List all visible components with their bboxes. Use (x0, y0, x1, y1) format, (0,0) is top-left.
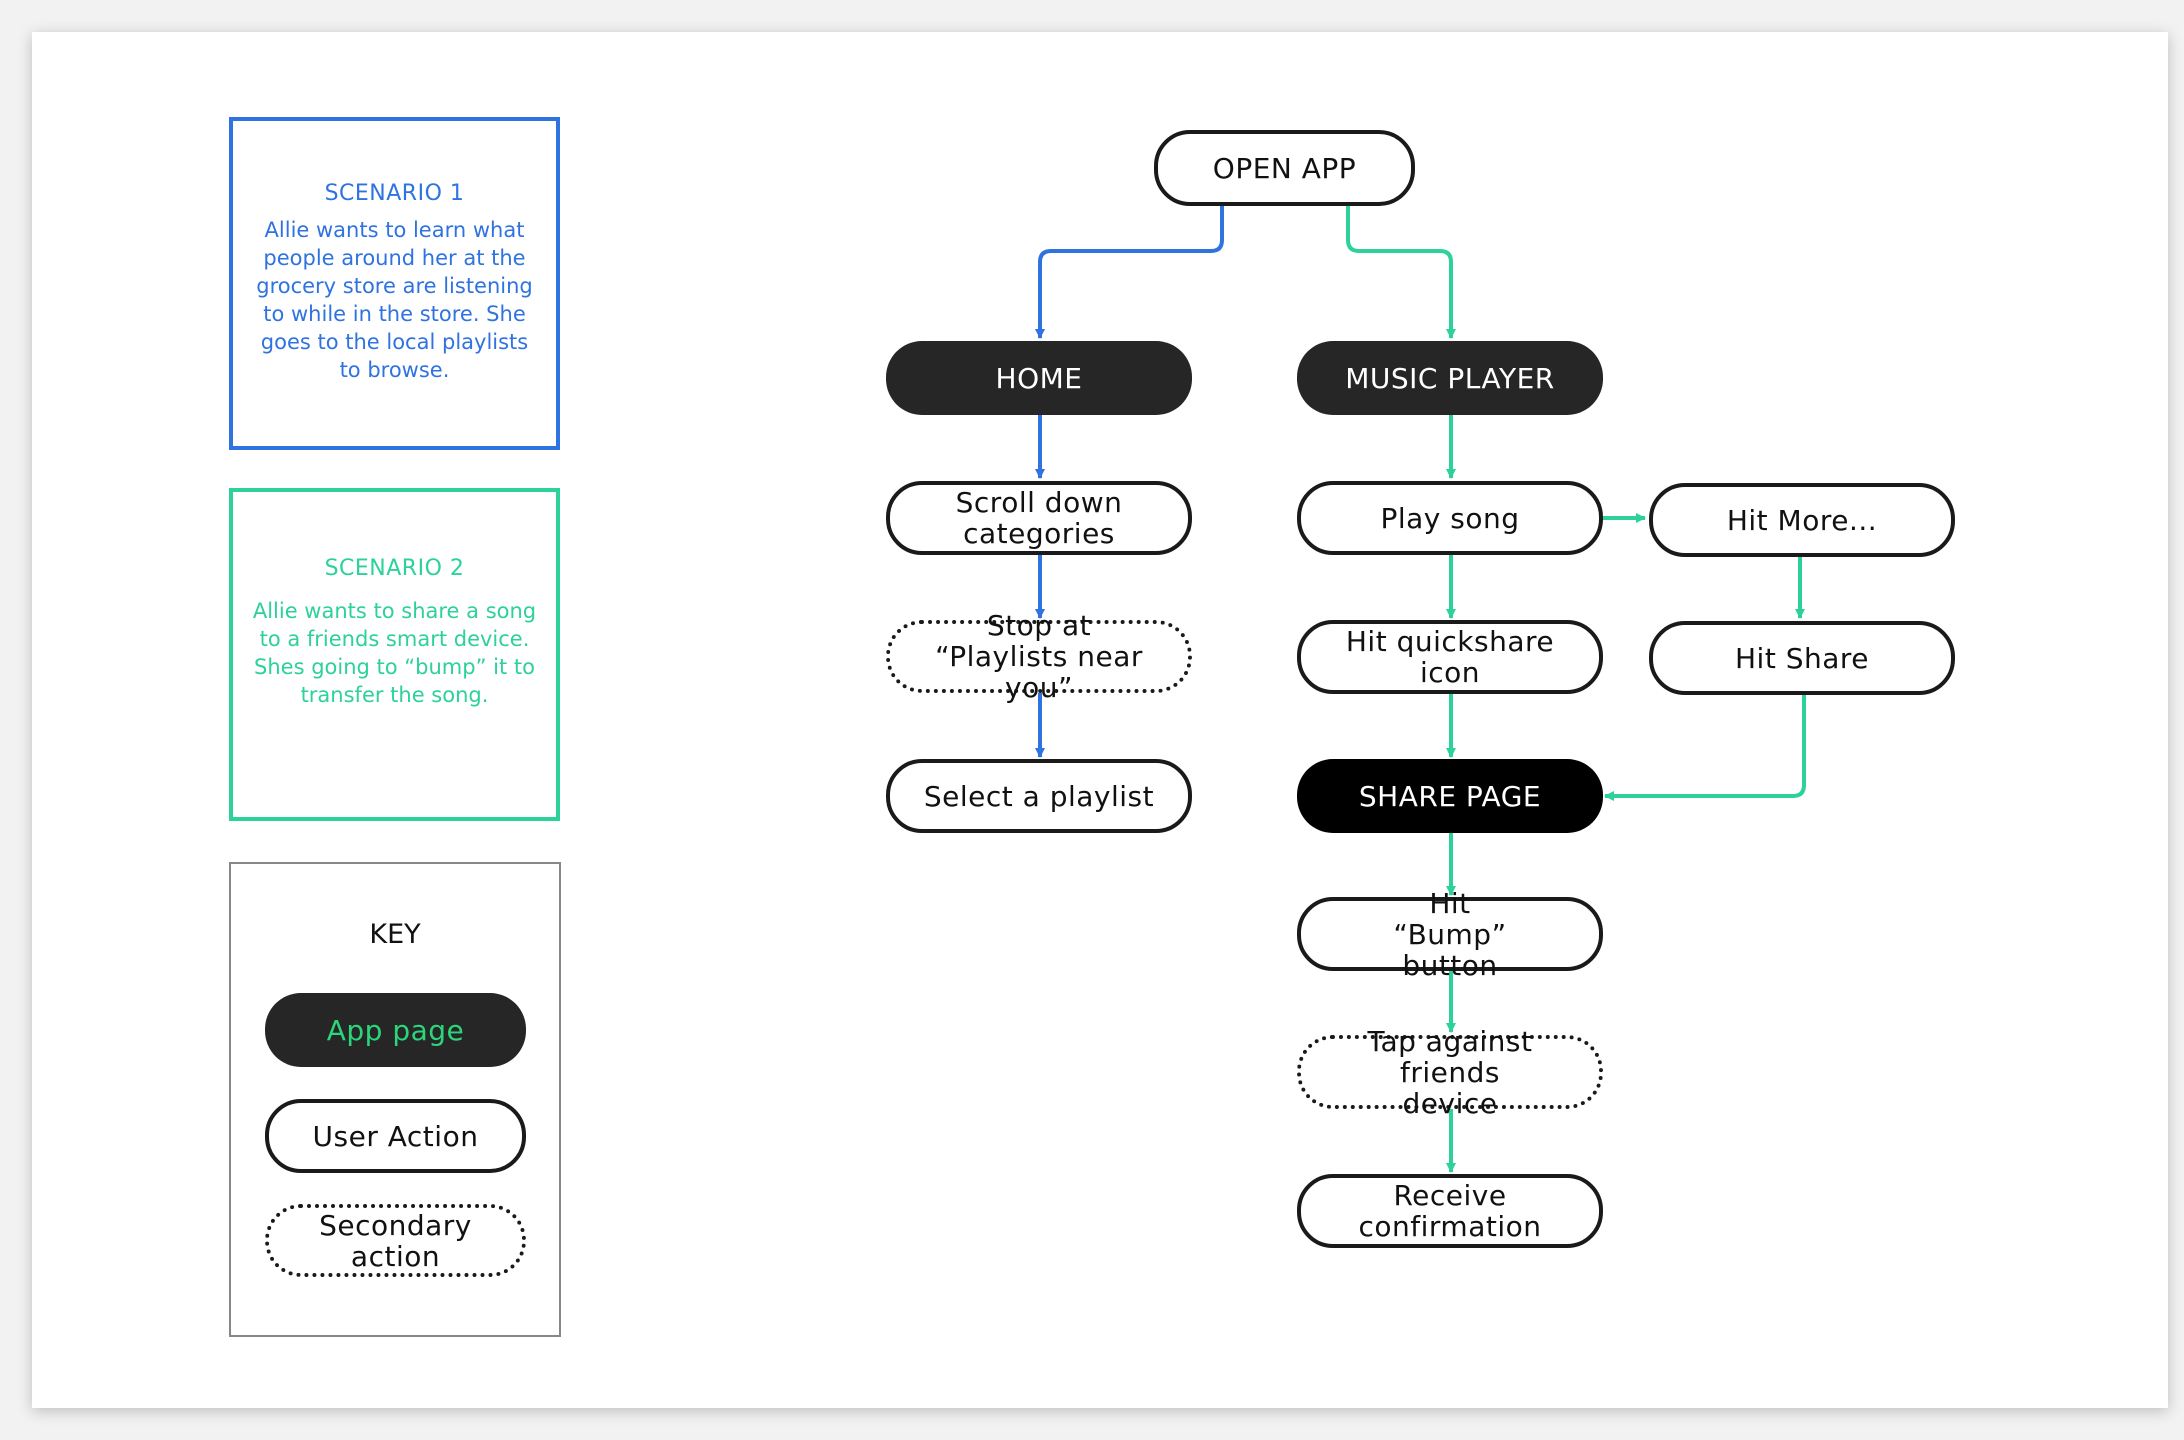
node-play-song-label: Play song (1380, 501, 1520, 535)
node-hit-more-label: Hit More... (1726, 503, 1878, 537)
connector-open-to-player (1346, 205, 1456, 339)
key-user-action-label: User Action (312, 1119, 479, 1153)
node-hit-share: Hit Share (1649, 621, 1955, 695)
scenario-2-panel: SCENARIO 2 Allie wants to share a song t… (229, 488, 560, 821)
scenario-2-description: Allie wants to share a song to a friends… (252, 599, 537, 707)
key-secondary-action-label: Secondary action (319, 1208, 472, 1273)
node-tap-against-label: Tap against friends device (1367, 1024, 1533, 1120)
node-home-label: HOME (995, 361, 1083, 395)
node-hit-bump: Hit “Bump” button (1297, 888, 1603, 981)
node-stop-at-playlists: Stop at “Playlists near you” (886, 610, 1192, 703)
key-secondary-action: Secondary action (265, 1204, 526, 1277)
node-receive-confirmation-label: Receive confirmation (1358, 1179, 1542, 1243)
node-share-page: SHARE PAGE (1297, 759, 1603, 833)
node-hit-bump-label: Hit “Bump” button (1393, 886, 1507, 982)
node-home: HOME (886, 341, 1192, 415)
node-tap-against: Tap against friends device (1297, 1026, 1603, 1119)
node-stop-at-playlists-label: Stop at “Playlists near you” (935, 609, 1143, 704)
key-app-page: App page (265, 993, 526, 1067)
connector-open-to-home (1035, 205, 1224, 339)
node-scroll-down: Scroll down categories (886, 481, 1192, 555)
key-app-page-label: App page (326, 1013, 465, 1047)
node-music-player-label: MUSIC PLAYER (1345, 361, 1555, 395)
node-receive-confirmation: Receive confirmation (1297, 1174, 1603, 1248)
node-hit-more: Hit More... (1649, 483, 1955, 557)
node-share-page-label: SHARE PAGE (1358, 779, 1542, 813)
node-hit-quickshare: Hit quickshare icon (1297, 620, 1603, 694)
node-play-song: Play song (1297, 481, 1603, 555)
node-open-app-label: OPEN APP (1212, 151, 1357, 185)
node-select-playlist-label: Select a playlist (923, 779, 1155, 813)
node-select-playlist: Select a playlist (886, 759, 1192, 833)
node-hit-share-label: Hit Share (1734, 641, 1869, 675)
key-user-action: User Action (265, 1099, 526, 1173)
scenario-1-title: SCENARIO 1 (324, 181, 465, 206)
node-scroll-down-label: Scroll down categories (955, 486, 1123, 550)
node-hit-quickshare-label: Hit quickshare icon (1345, 625, 1555, 689)
connector-hitshare-to-sharepage (1604, 693, 1806, 801)
node-open-app: OPEN APP (1154, 130, 1415, 206)
key-title: KEY (369, 919, 421, 950)
scenario-1-description: Allie wants to learn what people around … (256, 218, 533, 382)
scenario-1-panel: SCENARIO 1 Allie wants to learn what peo… (229, 117, 560, 450)
node-music-player: MUSIC PLAYER (1297, 341, 1603, 415)
scenario-2-title: SCENARIO 2 (324, 556, 465, 581)
